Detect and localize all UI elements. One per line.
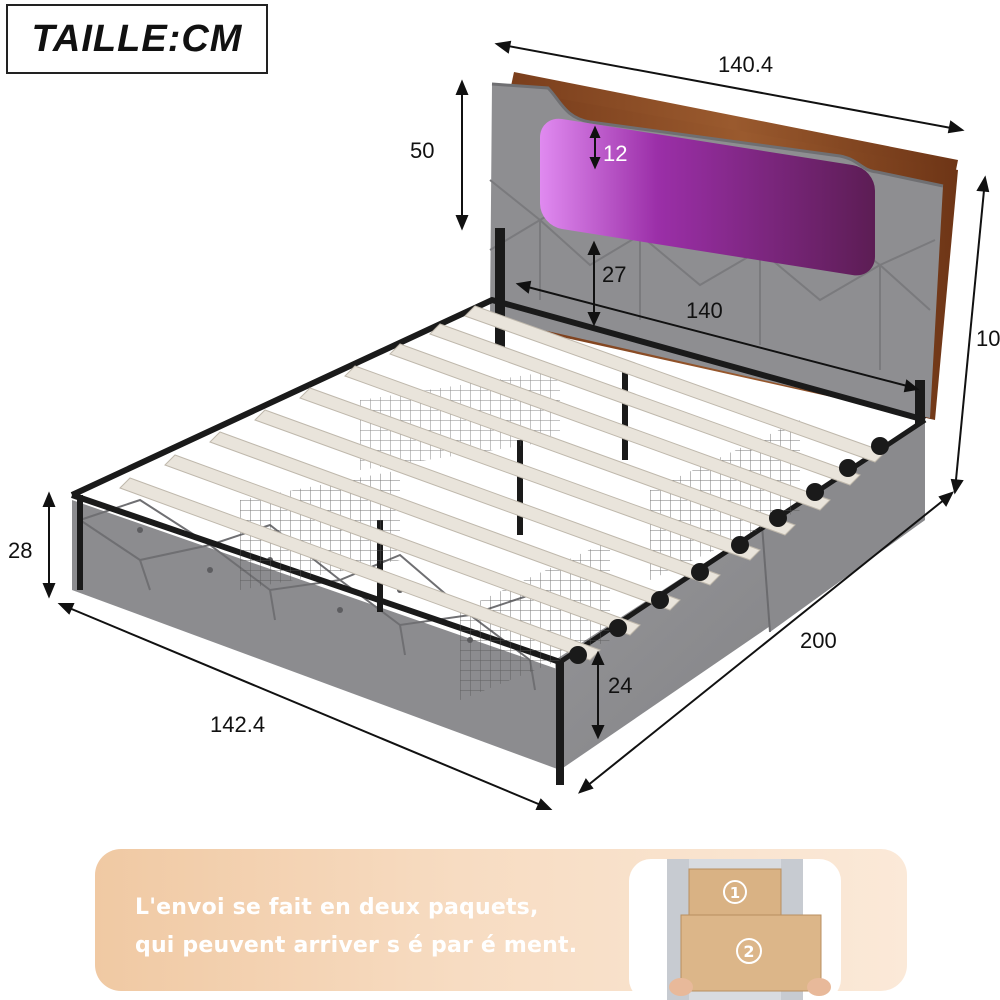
dim-drawer-height: 24 [608, 673, 633, 698]
headboard [489, 82, 944, 500]
dim-headboard-width: 140.4 [718, 52, 774, 77]
dim-front-width: 142.4 [210, 712, 266, 737]
package-number-badge-1 [723, 880, 747, 904]
package-number-badge-2 [736, 938, 762, 964]
dim-led-shelf-height: 12 [603, 141, 628, 166]
dim-length: 200 [800, 628, 837, 653]
shipping-notice-text: L'envoi se fait en deux paquets, qui peu… [135, 889, 615, 965]
size-unit-badge: TAILLE:CM [6, 4, 268, 74]
shipping-notice-line-1: L'envoi se fait en deux paquets, [135, 895, 539, 920]
bed-side-panel [555, 420, 925, 770]
bed-slats [119, 305, 886, 661]
size-unit-label: TAILLE:CM [31, 17, 243, 60]
package-boxes-illustration: 1 2 [667, 859, 831, 1000]
slat-end-caps [569, 437, 889, 664]
two-packages-photo: 1 2 [629, 859, 841, 1000]
dim-headboard-height: 50 [410, 138, 435, 163]
dim-inner-width: 140 [686, 298, 723, 323]
dim-base-height: 28 [8, 538, 33, 563]
dimension-lines [42, 40, 990, 810]
package-number-1: 1 [730, 884, 740, 902]
shipping-notice-banner: L'envoi se fait en deux paquets, qui peu… [95, 849, 907, 1000]
dim-total-height: 10 [976, 326, 1000, 351]
dim-headboard-clearance: 27 [602, 262, 627, 287]
bed-illustration [42, 40, 990, 810]
package-number-2: 2 [743, 942, 754, 961]
led-light-strip [540, 118, 875, 276]
shipping-notice-line-2: qui peuvent arriver s é par é ment. [135, 933, 578, 958]
package-box-2 [680, 914, 822, 992]
